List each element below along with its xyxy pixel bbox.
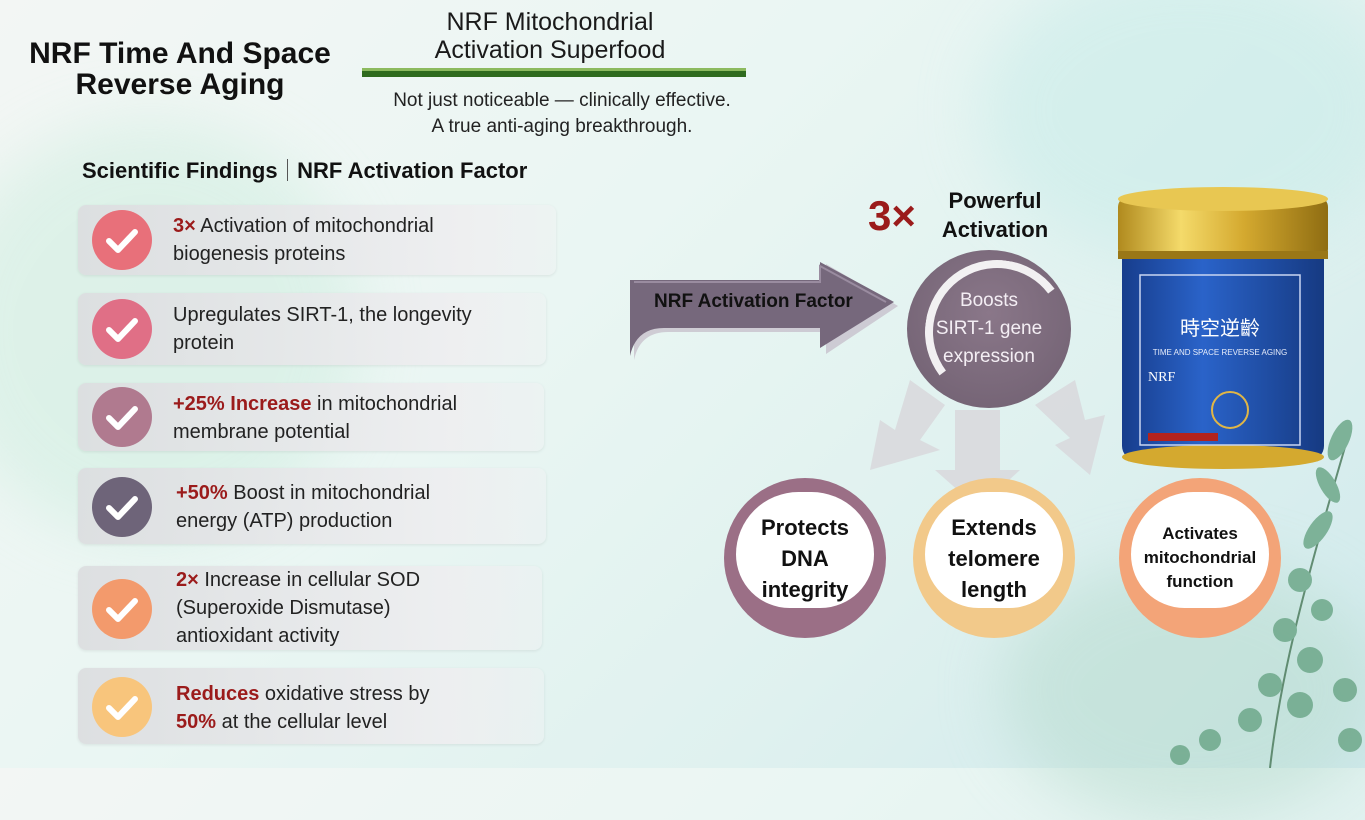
finding-line: (Superoxide Dismutase) (176, 597, 391, 619)
finding-line: Activation of mitochondrial (195, 215, 434, 237)
main-title-line: NRF Time And Space (29, 37, 331, 70)
finding-line: antioxidant activity (176, 625, 340, 647)
eucalyptus-leaves-image (1170, 419, 1362, 768)
finding-line: protein (173, 332, 235, 354)
finding-line: oxidative stress by (259, 683, 430, 705)
circle-line: length (961, 576, 1027, 602)
tagline-line: A true anti-aging breakthrough. (431, 116, 693, 137)
sirt1-circle: Boosts SIRT-1 gene expression (907, 250, 1079, 414)
finding-text: 2× Increase in cellular SOD (Superoxide … (176, 566, 420, 650)
finding-line: membrane potential (173, 421, 350, 443)
finding-line: at the cellular level (216, 711, 388, 733)
finding-highlight: 2× (176, 569, 199, 591)
product-chinese-name: 時空逆齡 (1180, 316, 1260, 340)
circle-line: SIRT-1 gene (935, 318, 1043, 339)
check-icon (92, 210, 152, 270)
finding-card: +50% Boost in mitochondrial energy (ATP)… (78, 468, 546, 544)
divider (286, 159, 289, 181)
powerful-line: Activation (941, 217, 1049, 242)
circle-inner (925, 492, 1063, 608)
finding-text: +50% Boost in mitochondrial energy (ATP)… (176, 479, 430, 535)
telomere-length-circle: Extends telomere length (913, 478, 1075, 638)
sub-title-line: Activation Superfood (434, 36, 666, 64)
powerful-activation-label: Powerful Activation (925, 186, 1065, 244)
finding-line: Boost in mitochondrial (227, 482, 431, 504)
dna-label: Protects DNA integrity (761, 512, 849, 605)
circle-line: mitochondrial (1143, 548, 1257, 567)
check-icon (92, 677, 152, 737)
finding-card: 3× Activation of mitochondrial biogenesi… (78, 205, 556, 275)
circle-line: telomere (948, 545, 1040, 571)
finding-line: biogenesis proteins (173, 243, 346, 265)
circle-line: Extends (951, 514, 1037, 540)
finding-card: Upregulates SIRT-1, the longevity protei… (78, 293, 546, 365)
circle-inner (736, 492, 874, 608)
finding-highlight: 50% (176, 711, 217, 733)
multiplier: 3× (868, 192, 916, 239)
finding-line: Upregulates SIRT-1, the longevity (173, 304, 472, 326)
title-underline (362, 68, 746, 77)
circle-inner (1131, 492, 1269, 608)
finding-line: Increase in cellular SOD (198, 569, 421, 591)
circle-line: Activates (1162, 524, 1238, 543)
check-icon (92, 579, 152, 639)
finding-text: +25% Increase in mitochondrial membrane … (173, 390, 457, 446)
sub-title: NRF Mitochondrial Activation Superfood (380, 8, 720, 64)
check-icon (92, 477, 152, 537)
section-heading-right: NRF Activation Factor (297, 158, 528, 183)
dna-integrity-circle: Protects DNA integrity (724, 478, 886, 638)
check-icon (92, 387, 152, 447)
circle-line: expression (943, 346, 1035, 367)
check-icon (92, 299, 152, 359)
circle-line: Protects (760, 514, 850, 540)
finding-line: energy (ATP) production (176, 510, 393, 532)
main-title-line: Reverse Aging (75, 68, 285, 101)
circle-line: function (1166, 572, 1234, 591)
sub-title-line: NRF Mitochondrial (446, 8, 654, 36)
finding-highlight: +50% (176, 482, 228, 504)
product-brand: NRF (1148, 370, 1175, 385)
section-heading: Scientific Findings NRF Activation Factor (82, 158, 527, 184)
product-english-name: TIME AND SPACE REVERSE AGING (1153, 348, 1288, 357)
main-title: NRF Time And Space Reverse Aging (20, 38, 340, 100)
finding-text: Reduces oxidative stress by 50% at the c… (176, 680, 429, 736)
tagline-line: Not just noticeable — clinically effecti… (393, 90, 731, 111)
finding-line: in mitochondrial (311, 393, 458, 415)
sirt1-label: Boosts SIRT-1 gene expression (936, 287, 1042, 371)
finding-card: 2× Increase in cellular SOD (Superoxide … (78, 566, 542, 650)
powerful-line: Powerful (948, 188, 1042, 213)
product-jar-image: 時空逆齡 TIME AND SPACE REVERSE AGING NRF (1118, 187, 1328, 469)
finding-card: Reduces oxidative stress by 50% at the c… (78, 668, 544, 744)
finding-highlight: 3× (173, 215, 196, 237)
telomere-label: Extends telomere length (948, 512, 1040, 605)
finding-card: +25% Increase in mitochondrial membrane … (78, 383, 544, 451)
circle-line: integrity (761, 576, 849, 602)
finding-highlight: +25% Increase (173, 393, 312, 415)
section-heading-left: Scientific Findings (82, 158, 278, 183)
finding-text: Upregulates SIRT-1, the longevity protei… (173, 301, 472, 357)
mitochondrial-function-circle: Activates mitochondrial function (1119, 478, 1281, 638)
circle-line: Boosts (959, 290, 1019, 311)
finding-text: 3× Activation of mitochondrial biogenesi… (173, 212, 434, 268)
mito-label: Activates mitochondrial function (1144, 522, 1256, 594)
tagline: Not just noticeable — clinically effecti… (352, 88, 772, 140)
circle-line: DNA (781, 545, 829, 571)
finding-highlight: Reduces (176, 683, 260, 705)
arrow-right-icon (630, 262, 898, 360)
arrow-label: NRF Activation Factor (654, 291, 853, 312)
